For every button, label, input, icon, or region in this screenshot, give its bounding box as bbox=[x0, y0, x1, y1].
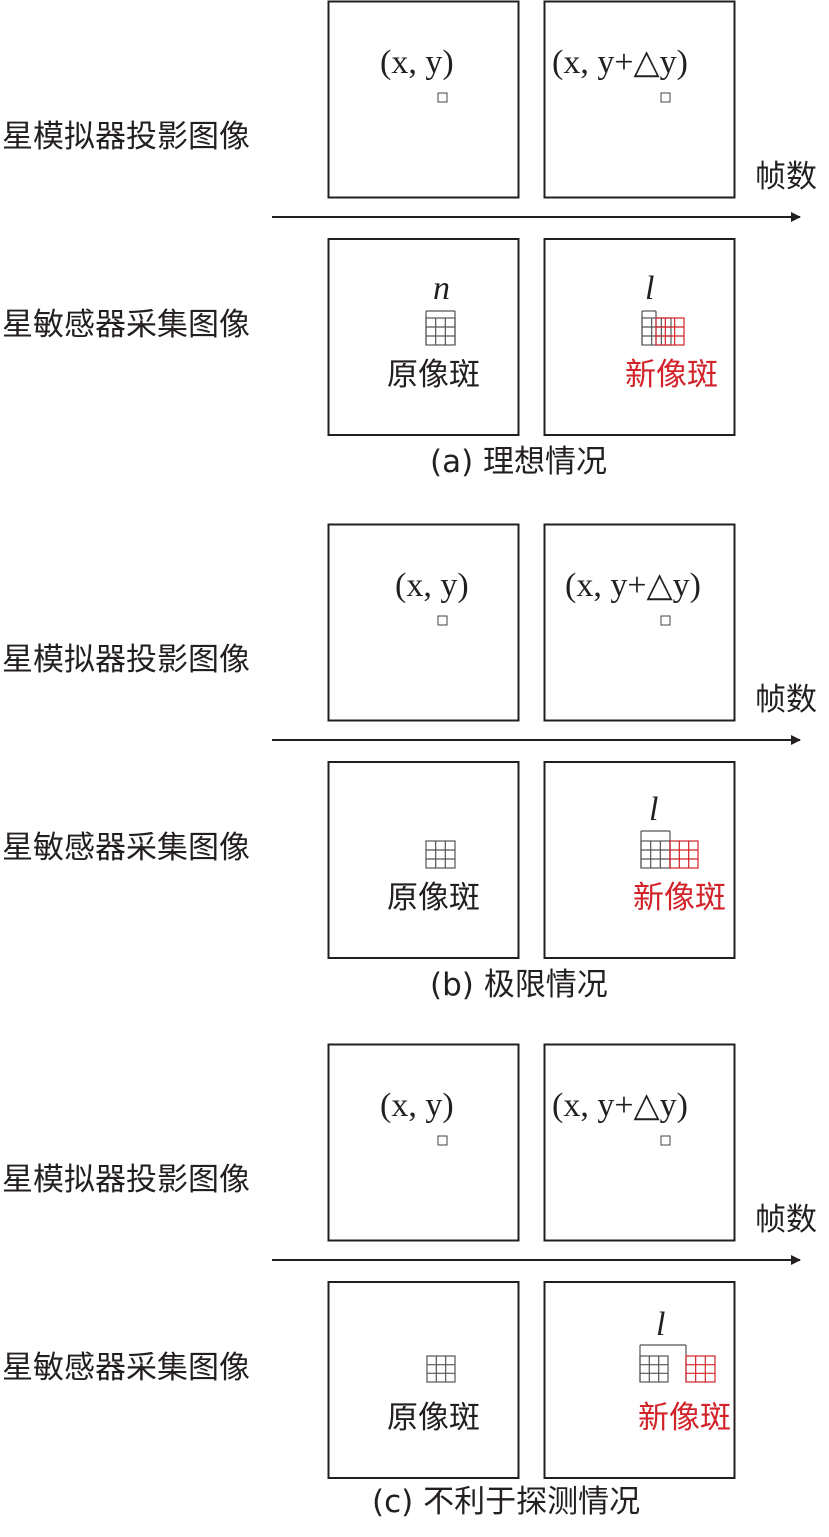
star-point-shifted bbox=[660, 1135, 671, 1146]
projected-frame-2 bbox=[543, 1043, 736, 1242]
spot-grid-new bbox=[669, 840, 699, 869]
shift-symbol: l bbox=[645, 270, 654, 307]
spot-width-symbol: n bbox=[433, 270, 450, 307]
projected-frame-2 bbox=[543, 523, 736, 722]
captured-frame-1 bbox=[327, 1281, 520, 1479]
coord-original-label: (x, y) bbox=[380, 1087, 454, 1124]
spot-width-bracket bbox=[425, 310, 456, 345]
row-label-captured: 星敏感器采集图像 bbox=[2, 1350, 250, 1386]
row-label-projected: 星模拟器投影图像 bbox=[2, 642, 250, 678]
star-point-shifted bbox=[660, 92, 671, 103]
spot-original-label: 原像斑 bbox=[387, 357, 480, 393]
shift-bracket bbox=[641, 310, 657, 345]
spot-new-label: 新像斑 bbox=[625, 357, 718, 393]
shift-symbol: l bbox=[656, 1306, 665, 1343]
star-point-original bbox=[437, 1135, 448, 1146]
captured-frame-2 bbox=[543, 238, 736, 436]
star-point-original bbox=[437, 92, 448, 103]
projected-frame-1 bbox=[327, 0, 520, 199]
shift-symbol: l bbox=[649, 791, 658, 828]
panel-caption: (b) 极限情况 bbox=[430, 967, 608, 1003]
row-label-captured: 星敏感器采集图像 bbox=[2, 830, 250, 866]
spot-grid-before-shift bbox=[640, 840, 671, 869]
spot-grid-before-shift bbox=[639, 1355, 669, 1383]
panel-caption: (c) 不利于探测情况 bbox=[372, 1484, 640, 1520]
star-point-shifted bbox=[660, 615, 671, 626]
frame-axis-label: 帧数 bbox=[755, 682, 817, 718]
row-label-projected: 星模拟器投影图像 bbox=[2, 1162, 250, 1198]
coord-shifted-label: (x, y+△y) bbox=[552, 44, 688, 81]
spot-grid-original bbox=[426, 1355, 456, 1383]
frame-axis-label: 帧数 bbox=[755, 159, 817, 195]
star-point-original bbox=[437, 615, 448, 626]
captured-frame-1 bbox=[327, 761, 520, 959]
coord-original-label: (x, y) bbox=[380, 44, 454, 81]
panel-caption: (a) 理想情况 bbox=[430, 444, 607, 480]
spot-grid-original bbox=[425, 317, 456, 346]
spot-grid-new bbox=[685, 1355, 716, 1383]
projected-frame-1 bbox=[327, 1043, 520, 1242]
row-label-projected: 星模拟器投影图像 bbox=[2, 119, 250, 155]
spot-original-label: 原像斑 bbox=[387, 880, 480, 916]
coord-shifted-label: (x, y+△y) bbox=[552, 1087, 688, 1124]
captured-frame-1 bbox=[327, 238, 520, 436]
spot-grid-original bbox=[425, 840, 456, 869]
coord-original-label: (x, y) bbox=[395, 567, 469, 604]
coord-shifted-label: (x, y+△y) bbox=[565, 567, 701, 604]
frame-axis-label: 帧数 bbox=[755, 1202, 817, 1238]
projected-frame-1 bbox=[327, 523, 520, 722]
row-label-captured: 星敏感器采集图像 bbox=[2, 307, 250, 343]
spot-new-label: 新像斑 bbox=[633, 880, 726, 916]
spot-grid-new bbox=[655, 317, 685, 346]
captured-frame-2 bbox=[543, 761, 736, 959]
shift-bracket bbox=[639, 1344, 687, 1382]
spot-new-label: 新像斑 bbox=[638, 1400, 731, 1436]
spot-original-label: 原像斑 bbox=[387, 1400, 480, 1436]
captured-frame-2 bbox=[543, 1281, 736, 1479]
projected-frame-2 bbox=[543, 0, 736, 199]
